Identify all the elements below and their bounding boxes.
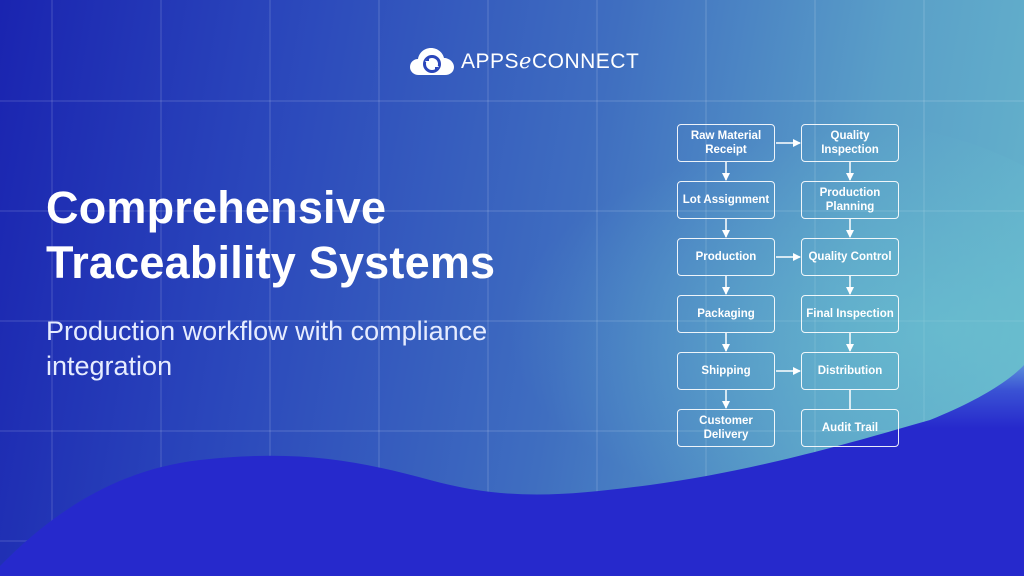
page-subtitle: Production workflow with compliance inte… bbox=[46, 316, 488, 381]
brand-name: APPSℯCONNECT bbox=[461, 49, 640, 73]
page-title: Comprehensive Traceability Systems bbox=[46, 180, 495, 290]
flow-node-production-planning: Production Planning bbox=[801, 181, 899, 219]
flow-node-final-inspection: Final Inspection bbox=[801, 295, 899, 333]
flow-node-quality-control: Quality Control bbox=[801, 238, 899, 276]
flow-node-quality-inspection: Quality Inspection bbox=[801, 124, 899, 162]
brand-logo: APPSℯCONNECT bbox=[409, 45, 639, 77]
flow-node-raw-material-receipt: Raw Material Receipt bbox=[677, 124, 775, 162]
title-line-2: Traceability Systems bbox=[46, 237, 496, 288]
title-line-1: Comprehensive bbox=[46, 182, 387, 233]
flow-node-lot-assignment: Lot Assignment bbox=[677, 181, 775, 219]
flow-node-packaging: Packaging bbox=[677, 295, 775, 333]
flow-node-production: Production bbox=[677, 238, 775, 276]
flow-node-shipping: Shipping bbox=[677, 352, 775, 390]
flow-node-customer-delivery: Customer Delivery bbox=[677, 409, 775, 447]
cloud-sync-icon bbox=[410, 48, 454, 75]
flow-node-audit-trail: Audit Trail bbox=[801, 409, 899, 447]
flow-node-distribution: Distribution bbox=[801, 352, 899, 390]
